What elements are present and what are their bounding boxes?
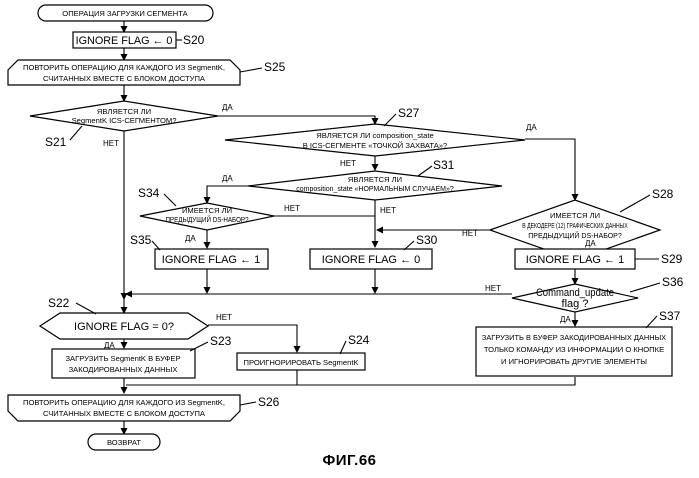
s26-step: S26 <box>258 395 280 409</box>
s25-line2: СЧИТАННЫХ ВМЕСТЕ С БЛОКОМ ДОСТУПА <box>43 74 206 83</box>
s23-line1: ЗАГРУЗИТЬ SegmentK В БУФЕР <box>65 354 180 363</box>
step-s26: ПОВТОРИТЬ ОПЕРАЦИЮ ДЛЯ КАЖДОГО ИЗ Segmen… <box>8 395 280 421</box>
s28-line3: ПРЕДЫДУЩИЙ DS-НАБОР? <box>528 231 622 240</box>
s25-line1: ПОВТОРИТЬ ОПЕРАЦИЮ ДЛЯ КАЖДОГО ИЗ Segmen… <box>23 63 225 72</box>
s31-step: S31 <box>433 158 455 172</box>
figure-caption: ФИГ.66 <box>0 452 699 469</box>
s34-no-label: НЕТ <box>284 204 300 213</box>
s20-step: S20 <box>183 33 205 47</box>
s37-line2: ТОЛЬКО КОМАНДУ ИЗ ИНФОРМАЦИИ О КНОПКЕ <box>484 345 664 354</box>
step-s24: ПРОИГНОРИРОВАТЬ SegmentK S24 <box>237 333 370 370</box>
s27-line2: В ICS-СЕГМЕНТЕ «ТОЧКОЙ ЗАХВАТА»? <box>303 141 448 150</box>
s31-yes-label: ДА <box>222 174 233 183</box>
s35-label: IGNORE FLAG ← 1 <box>162 254 260 266</box>
s28-line1: ИМЕЕТСЯ ЛИ <box>550 211 600 220</box>
s34-line1: ИМЕЕТСЯ ЛИ <box>182 206 232 215</box>
s36-step: S36 <box>662 275 684 289</box>
s23-line2: ЗАКОДИРОВАННЫХ ДАННЫХ <box>69 365 178 374</box>
end-terminal: ВОЗВРАТ <box>88 434 160 450</box>
decision-s27: ЯВЛЯЕТСЯ ЛИ composition_state В ICS-СЕГМ… <box>225 106 525 156</box>
s27-no-label: НЕТ <box>340 159 356 168</box>
s22-step: S22 <box>48 296 70 310</box>
s31-line1: ЯВЛЯЕТСЯ ЛИ <box>348 175 402 184</box>
s23-step: S23 <box>210 334 232 348</box>
s37-line1: ЗАГРУЗИТЬ В БУФЕР ЗАКОДИРОВАННЫХ ДАННЫХ <box>482 333 666 342</box>
s31-no-label: НЕТ <box>380 206 396 215</box>
s26-line2: СЧИТАННЫХ ВМЕСТЕ С БЛОКОМ ДОСТУПА <box>43 409 206 418</box>
s22-no-label: НЕТ <box>216 313 232 322</box>
s28-no-label: НЕТ <box>462 229 478 238</box>
decision-s36: Command_update flag ? S36 <box>512 275 684 312</box>
s21-yes-label: ДА <box>222 103 233 112</box>
step-s35: IGNORE FLAG ← 1 S35 <box>130 233 268 269</box>
s26-line1: ПОВТОРИТЬ ОПЕРАЦИЮ ДЛЯ КАЖДОГО ИЗ Segmen… <box>23 398 225 407</box>
start-label: ОПЕРАЦИЯ ЗАГРУЗКИ СЕГМЕНТА <box>62 9 188 18</box>
step-s37: ЗАГРУЗИТЬ В БУФЕР ЗАКОДИРОВАННЫХ ДАННЫХ … <box>476 309 681 376</box>
s34-yes-label: ДА <box>185 234 196 243</box>
s24-label: ПРОИГНОРИРОВАТЬ SegmentK <box>243 358 358 367</box>
s27-line1: ЯВЛЯЕТСЯ ЛИ composition_state <box>316 131 433 140</box>
s29-label: IGNORE FLAG ← 1 <box>526 254 624 266</box>
s36-line2: flag ? <box>562 298 589 310</box>
s24-step: S24 <box>348 333 370 347</box>
flowchart: ОПЕРАЦИЯ ЗАГРУЗКИ СЕГМЕНТА IGNORE FLAG ←… <box>0 0 699 452</box>
s28-yes-label: ДА <box>585 239 596 248</box>
step-s20: IGNORE FLAG ← 0 S20 <box>73 32 205 48</box>
s34-step: S34 <box>138 186 160 200</box>
step-s23: ЗАГРУЗИТЬ SegmentK В БУФЕР ЗАКОДИРОВАННЫ… <box>52 334 232 378</box>
s20-label: IGNORE FLAG ← 0 <box>76 35 173 47</box>
step-s29: IGNORE FLAG ← 1 S29 <box>515 249 683 269</box>
s21-step: S21 <box>45 135 67 149</box>
step-s30: IGNORE FLAG ← 0 S30 <box>310 233 438 269</box>
s29-step: S29 <box>661 252 683 266</box>
s22-label: IGNORE FLAG = 0? <box>74 321 174 333</box>
s25-step: S25 <box>264 60 286 74</box>
s28-step: S28 <box>652 187 674 201</box>
s21-no-label: НЕТ <box>103 139 119 148</box>
s21-line2: SegmentK ICS-СЕГМЕНТОМ? <box>72 116 177 125</box>
end-label: ВОЗВРАТ <box>107 438 141 447</box>
s37-line3: И ИГНОРИРОВАТЬ ДРУГИЕ ЭЛЕМЕНТЫ <box>501 357 647 366</box>
step-s25: ПОВТОРИТЬ ОПЕРАЦИЮ ДЛЯ КАЖДОГО ИЗ Segmen… <box>8 60 286 85</box>
start-terminal: ОПЕРАЦИЯ ЗАГРУЗКИ СЕГМЕНТА <box>38 5 213 21</box>
s30-step: S30 <box>416 233 438 247</box>
s27-step: S27 <box>398 106 420 120</box>
s27-yes-label: ДА <box>526 123 537 132</box>
s30-label: IGNORE FLAG ← 0 <box>322 254 420 266</box>
s34-line2: ПРЕДЫДУЩИЙ DS-НАБОР? <box>165 215 248 224</box>
decision-s34: ИМЕЕТСЯ ЛИ ПРЕДЫДУЩИЙ DS-НАБОР? S34 <box>138 186 274 230</box>
s28-line2: В ДЕКОДЕРЕ (12) ГРАФИЧЕСКИХ ДАННЫХ <box>522 223 628 230</box>
s35-step: S35 <box>130 233 152 247</box>
s21-line1: ЯВЛЯЕТСЯ ЛИ <box>97 107 151 116</box>
s31-line2: composition_state «НОРМАЛЬНЫМ СЛУЧАЕМ»? <box>296 186 454 193</box>
s36-yes-label: ДА <box>560 315 571 324</box>
s36-no-label: НЕТ <box>485 284 501 293</box>
s37-step: S37 <box>659 309 681 323</box>
